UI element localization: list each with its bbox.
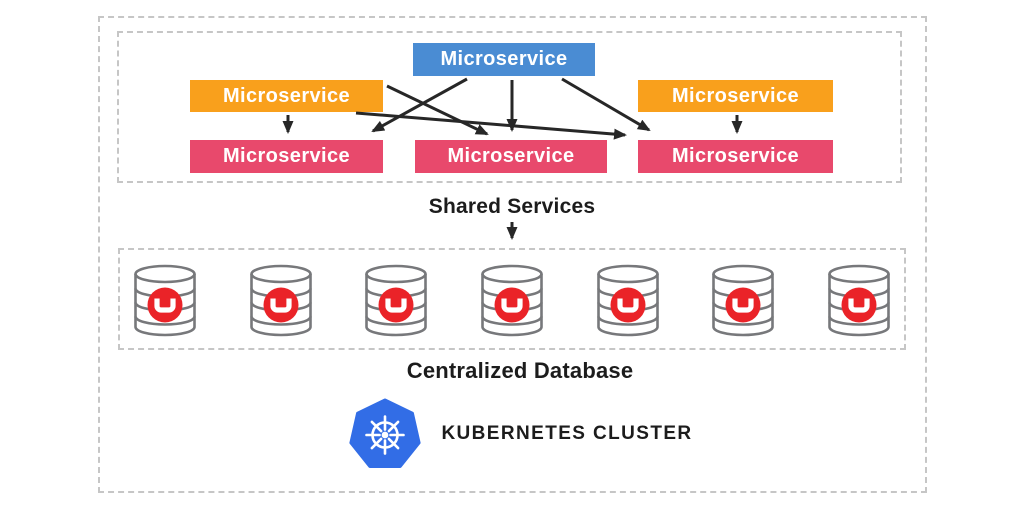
shared-services-label: Shared Services [428,195,596,218]
couchbase-database-icon [363,264,429,338]
couchbase-database-icon [710,264,776,338]
couchbase-database-icon [826,264,892,338]
couchbase-database-icon [248,264,314,338]
couchbase-database-icon [132,264,198,338]
helm-wheel-icon [365,415,406,455]
kubernetes-cluster-boundary [98,16,927,493]
microservice-box-left-orange: Microservice [190,80,383,112]
couchbase-database-icon [479,264,545,338]
microservice-box-top-blue: Microservice [413,43,595,76]
microservice-box-bottom-center-pink: Microservice [415,140,607,173]
kubernetes-cluster-label: KUBERNETES CLUSTER [441,423,693,444]
microservice-box-right-orange: Microservice [638,80,833,112]
centralized-database-label: Centralized Database [406,358,634,383]
database-boundary [118,248,906,350]
kubernetes-logo [349,398,422,468]
microservice-box-bottom-left-pink: Microservice [190,140,383,173]
microservice-box-bottom-right-pink: Microservice [638,140,833,173]
couchbase-database-icon [595,264,661,338]
shared-services-boundary [117,31,902,183]
kubernetes-cluster-caption: KUBERNETES CLUSTER [8,394,1024,474]
